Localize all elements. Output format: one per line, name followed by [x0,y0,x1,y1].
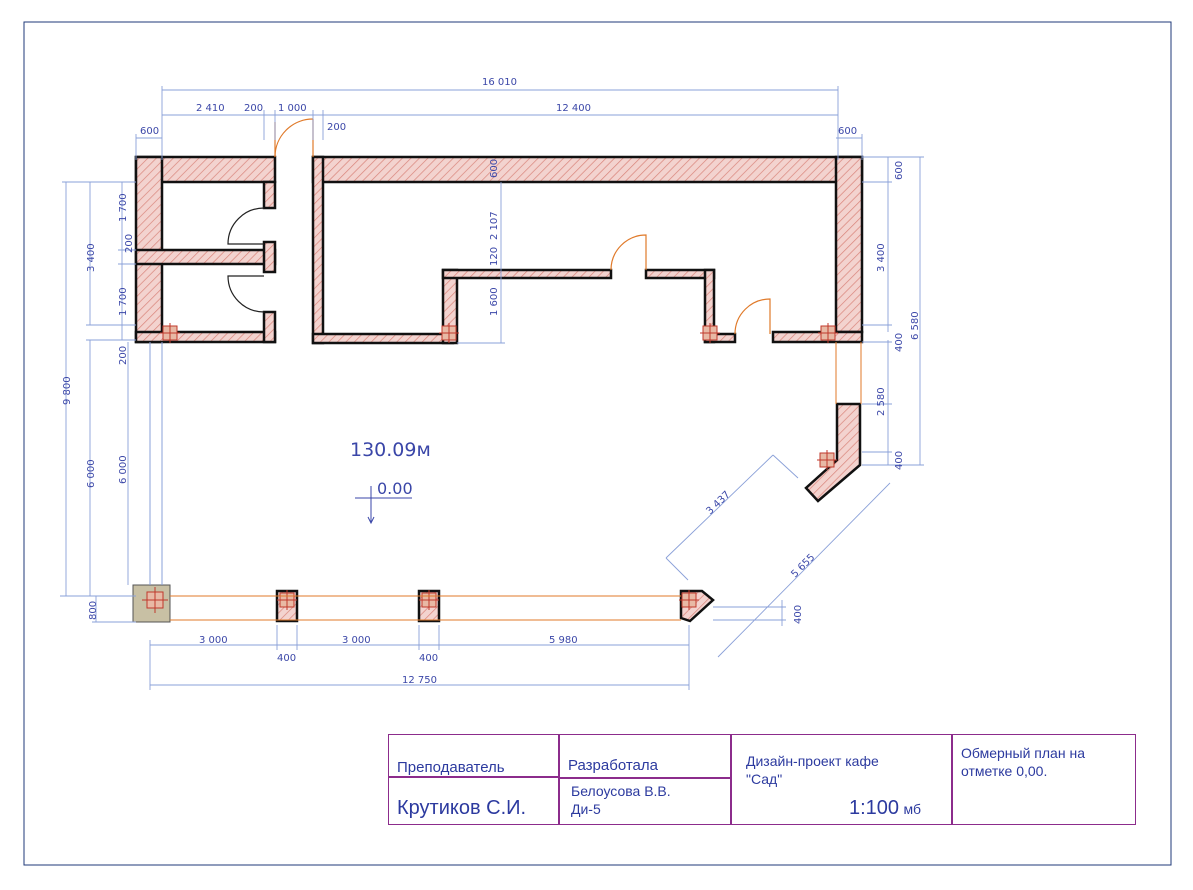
dim-right-1: 600 [894,161,905,180]
dim-left-outer-4: 800 [88,601,99,620]
dim-top-small-2: 200 [327,122,346,133]
dim-top-total: 16 010 [482,77,517,88]
dim-left-inner-2: 200 [124,234,135,253]
teacher-label: Преподаватель [397,759,505,776]
dim-inner-4: 1 600 [489,287,500,316]
dim-right-3: 400 [894,333,905,352]
level-marker [355,486,412,525]
dim-diagonal-3: 400 [793,605,804,624]
dim-left-inner-4: 200 [118,346,129,365]
dim-bottom-1: 3 000 [199,635,228,646]
dim-top-seg-4: 12 400 [556,103,591,114]
dim-left-inner-1: 1 700 [118,193,129,222]
dim-bottom-4: 400 [419,653,438,664]
dim-right-6: 400 [894,451,905,470]
dim-left-inner-5: 6 000 [118,455,129,484]
dim-inner-1: 600 [489,159,500,178]
teacher-name: Крутиков С.И. [397,797,527,819]
area-label: 130.09м [350,439,431,461]
dim-diagonal-2: 5 655 [789,552,817,580]
title-block: Преподаватель Крутиков С.И. Разработала … [388,734,1136,825]
dim-inner-3: 120 [489,247,500,266]
dim-bottom-5: 5 980 [549,635,578,646]
dim-top-small-3: 600 [838,126,857,137]
dim-left-outer-1: 9 800 [62,376,73,405]
column-markers [142,323,838,613]
dim-bottom-2: 400 [277,653,296,664]
author-label: Разработала [568,757,658,774]
dim-top-seg-1: 2 410 [196,103,225,114]
dimension-lines [60,86,924,690]
scale-suffix: мб [903,801,922,817]
dim-diagonal-1: 3 437 [704,489,732,517]
sheet-title-line1: Обмерный план на [961,745,1085,761]
dim-bottom-total: 12 750 [402,675,437,686]
dim-bottom-3: 3 000 [342,635,371,646]
dim-inner-2: 2 107 [489,211,500,240]
sheet-title-line2: отметке 0,00. [961,763,1048,779]
dim-right-5: 2 580 [876,387,887,416]
project-title-line2: "Сад" [746,771,783,787]
dim-top-small-1: 600 [140,126,159,137]
dim-right-2: 3 400 [876,243,887,272]
dim-left-outer-3: 6 000 [86,459,97,488]
project-title-line1: Дизайн-проект кафе [746,753,879,769]
dim-left-outer-2: 3 400 [86,243,97,272]
scale-value: 1:100 [849,797,900,819]
walls [134,155,864,623]
sheet-frame [23,21,1172,866]
author-group: Ди-5 [571,801,601,817]
scale: 1:100 мб [849,797,921,820]
author-name: Белоусова В.В. [571,783,671,799]
dim-right-4: 6 580 [910,311,921,340]
dim-top-seg-2: 200 [244,103,263,114]
glazing-lines [149,342,862,621]
dim-top-seg-3: 1 000 [278,103,307,114]
dim-left-inner-3: 1 700 [118,287,129,316]
level-label: 0.00 [377,479,413,498]
